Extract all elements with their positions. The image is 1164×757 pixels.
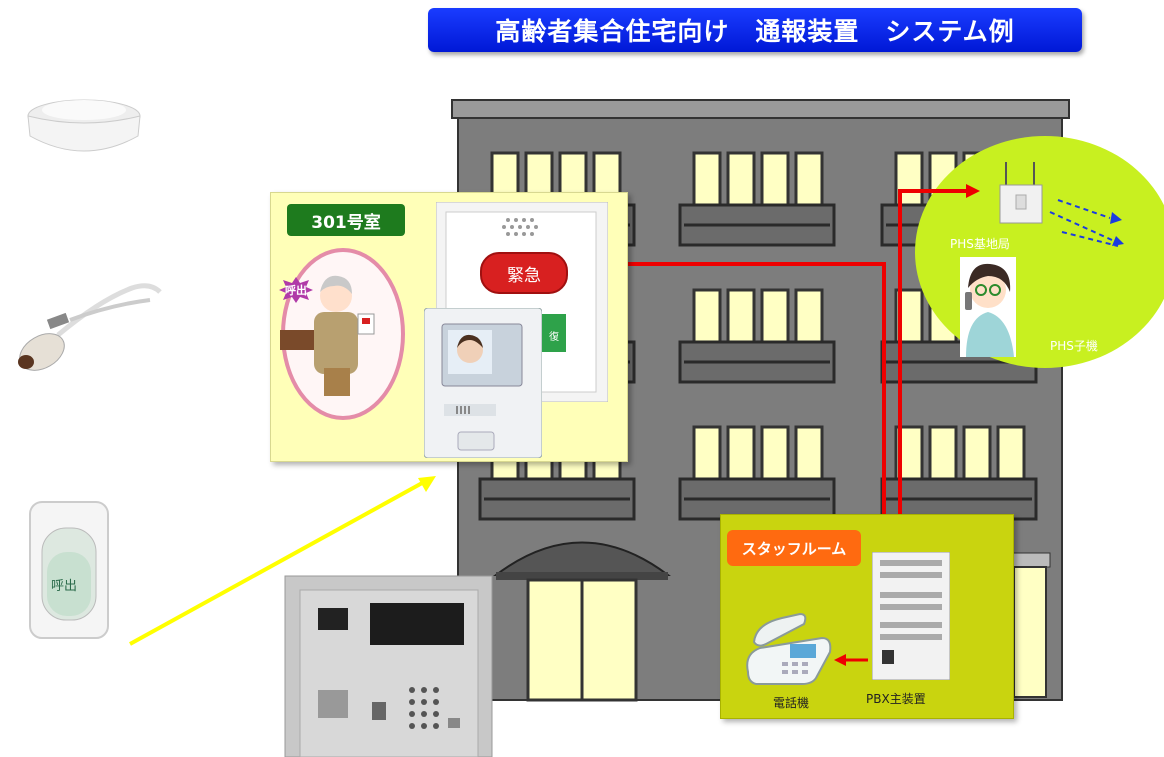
wall-call-button-label: 呼出 [50, 578, 77, 594]
call-badge-text: 呼出 [285, 284, 307, 297]
phs-handset-label: PHS子機 [1050, 339, 1098, 353]
pbx-unit-icon [872, 552, 950, 680]
call-path-arrow [129, 476, 436, 646]
phs-area-circle [915, 136, 1164, 368]
staff-room-label: スタッフルーム [727, 530, 861, 566]
pull-cord-call-switch-icon [18, 283, 162, 371]
phs-base-station-icon [999, 162, 1043, 224]
pbx-to-telephone-arrow [834, 654, 868, 666]
room-label: 301号室 [287, 204, 405, 236]
wall-call-button-icon [29, 501, 109, 639]
building-entrance [493, 541, 1051, 702]
smoke-detector-icon [27, 99, 141, 152]
signal-arrow-to-base-station [966, 184, 980, 198]
phs-base-station-label: PHS基地局 [950, 237, 1010, 251]
telephone-icon [746, 612, 832, 685]
phs-handset-user-illustration [960, 257, 1016, 357]
call-badge-burst [279, 277, 313, 303]
reset-button[interactable]: 復 [549, 331, 559, 343]
title-banner: 高齢者集合住宅向け 通報装置 システム例 [428, 8, 1082, 52]
radio-waves-icon [1049, 199, 1124, 247]
pbx-label: PBX主装置 [866, 692, 926, 706]
video-intercom-monitor [424, 308, 542, 458]
signal-lines [600, 189, 968, 560]
telephone-label: 電話機 [773, 696, 810, 710]
emergency-button[interactable]: 緊急 [480, 252, 568, 294]
resident-call-illustration [280, 248, 405, 420]
entrance-intercom-panel [284, 575, 493, 757]
